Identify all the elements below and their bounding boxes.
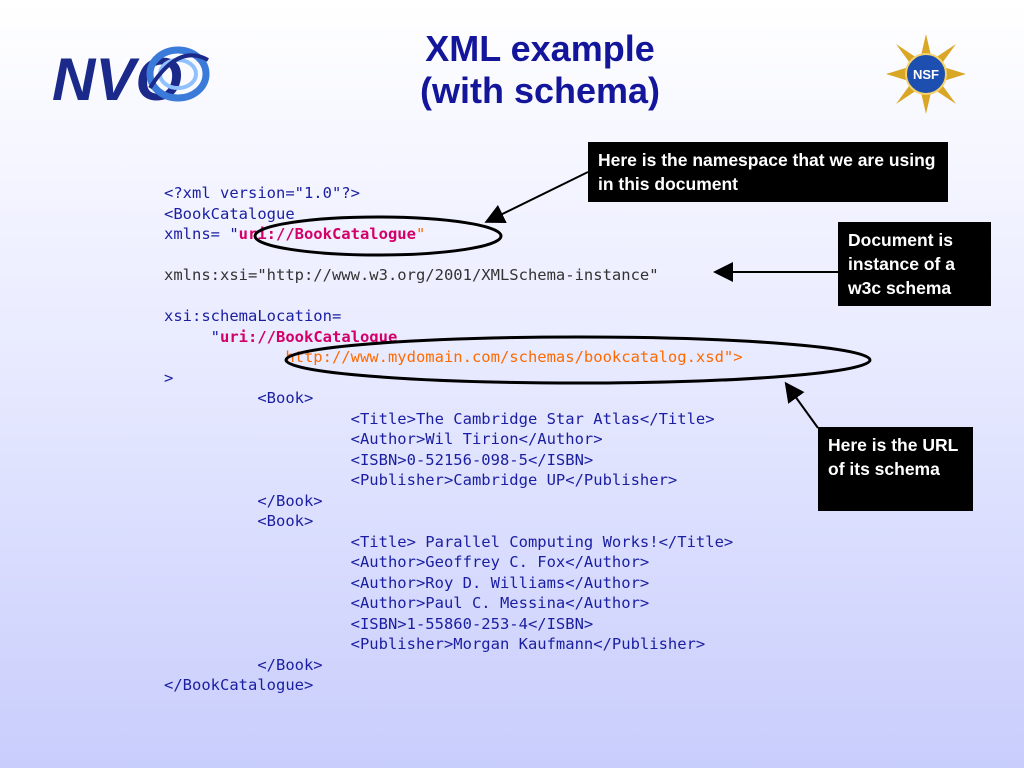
code-fragment: xmlns:xsi="http://www.w3.org/2001/XMLSch… [164,266,659,284]
code-line: <Author>Wil Tirion</Author> [164,429,743,450]
code-fragment: xmlns= " [164,225,239,243]
code-fragment: <Author>Geoffrey C. Fox</Author> [164,553,650,571]
code-fragment: <Publisher>Cambridge UP</Publisher> [164,471,678,489]
code-line: <Publisher>Morgan Kaufmann</Publisher> [164,634,743,655]
code-fragment: " [164,327,220,346]
code-fragment: <?xml version="1.0"?> [164,184,360,202]
title-line-2: (with schema) [419,70,661,111]
code-line: </BookCatalogue> [164,675,743,696]
code-line: xmlns= "uri://BookCatalogue" [164,224,743,245]
code-line: <ISBN>0-52156-098-5</ISBN> [164,450,743,471]
code-line: "uri://BookCatalogue [164,327,743,348]
code-line: <Publisher>Cambridge UP</Publisher> [164,470,743,491]
nsf-seal-logo: NSF [886,34,966,114]
code-fragment: http://www.mydomain.com/schemas/bookcata… [164,348,743,366]
code-fragment: <Title> Parallel Computing Works!</Title… [164,532,734,551]
code-line: <ISBN>1-55860-253-4</ISBN> [164,614,743,635]
code-line: <Author>Paul C. Messina</Author> [164,593,743,614]
code-fragment: uri://BookCatalogue [220,327,398,346]
code-fragment: > [164,368,174,387]
code-fragment: <Book> [164,512,314,530]
code-fragment: <Author>Paul C. Messina</Author> [164,594,650,612]
code-fragment: uri://BookCatalogue [238,225,416,243]
code-fragment: " [415,225,426,243]
code-line: </Book> [164,491,743,512]
code-fragment: </Book> [164,655,323,674]
code-fragment: <Author>Wil Tirion</Author> [164,430,603,448]
code-fragment: </BookCatalogue> [164,676,314,694]
code-line: > [164,368,743,389]
code-line: <Title>The Cambridge Star Atlas</Title> [164,409,743,430]
code-fragment: <ISBN>0-52156-098-5</ISBN> [164,450,594,469]
callout-w3c-schema: Document is instance of a w3c schema [838,222,991,306]
code-line: xsi:schemaLocation= [164,306,743,327]
code-fragment: </Book> [164,491,323,510]
code-fragment: <BookCatalogue [164,204,295,223]
code-fragment: xsi:schemaLocation= [164,307,342,325]
code-line: http://www.mydomain.com/schemas/bookcata… [164,347,743,368]
code-line: <Author>Roy D. Williams</Author> [164,573,743,594]
callout-schema-url: Here is the URL of its schema [818,427,973,511]
code-fragment: <Book> [164,389,314,407]
code-line: xmlns:xsi="http://www.w3.org/2001/XMLSch… [164,265,743,286]
url-arrow [784,381,819,429]
slide-title: XML example (with schema) [300,28,780,112]
code-line: <BookCatalogue [164,204,743,225]
code-line: <Title> Parallel Computing Works!</Title… [164,532,743,553]
code-fragment: <Title>The Cambridge Star Atlas</Title> [164,409,715,428]
code-line: <?xml version="1.0"?> [164,183,743,204]
namespace-highlight-ellipse [253,215,503,257]
nsf-logo-text: NSF [913,67,939,82]
namespace-arrow [484,171,589,223]
nvo-logo: NVO [52,46,210,108]
code-line: </Book> [164,655,743,676]
code-line: <Author>Geoffrey C. Fox</Author> [164,552,743,573]
code-fragment: <Author>Roy D. Williams</Author> [164,573,650,592]
url-highlight-ellipse [284,335,872,385]
code-fragment: <ISBN>1-55860-253-4</ISBN> [164,614,594,633]
code-fragment: <Publisher>Morgan Kaufmann</Publisher> [164,635,706,653]
callout-namespace: Here is the namespace that we are using … [588,142,948,202]
code-line: <Book> [164,511,743,532]
code-line: <Book> [164,388,743,409]
title-line-1: XML example [425,28,655,69]
